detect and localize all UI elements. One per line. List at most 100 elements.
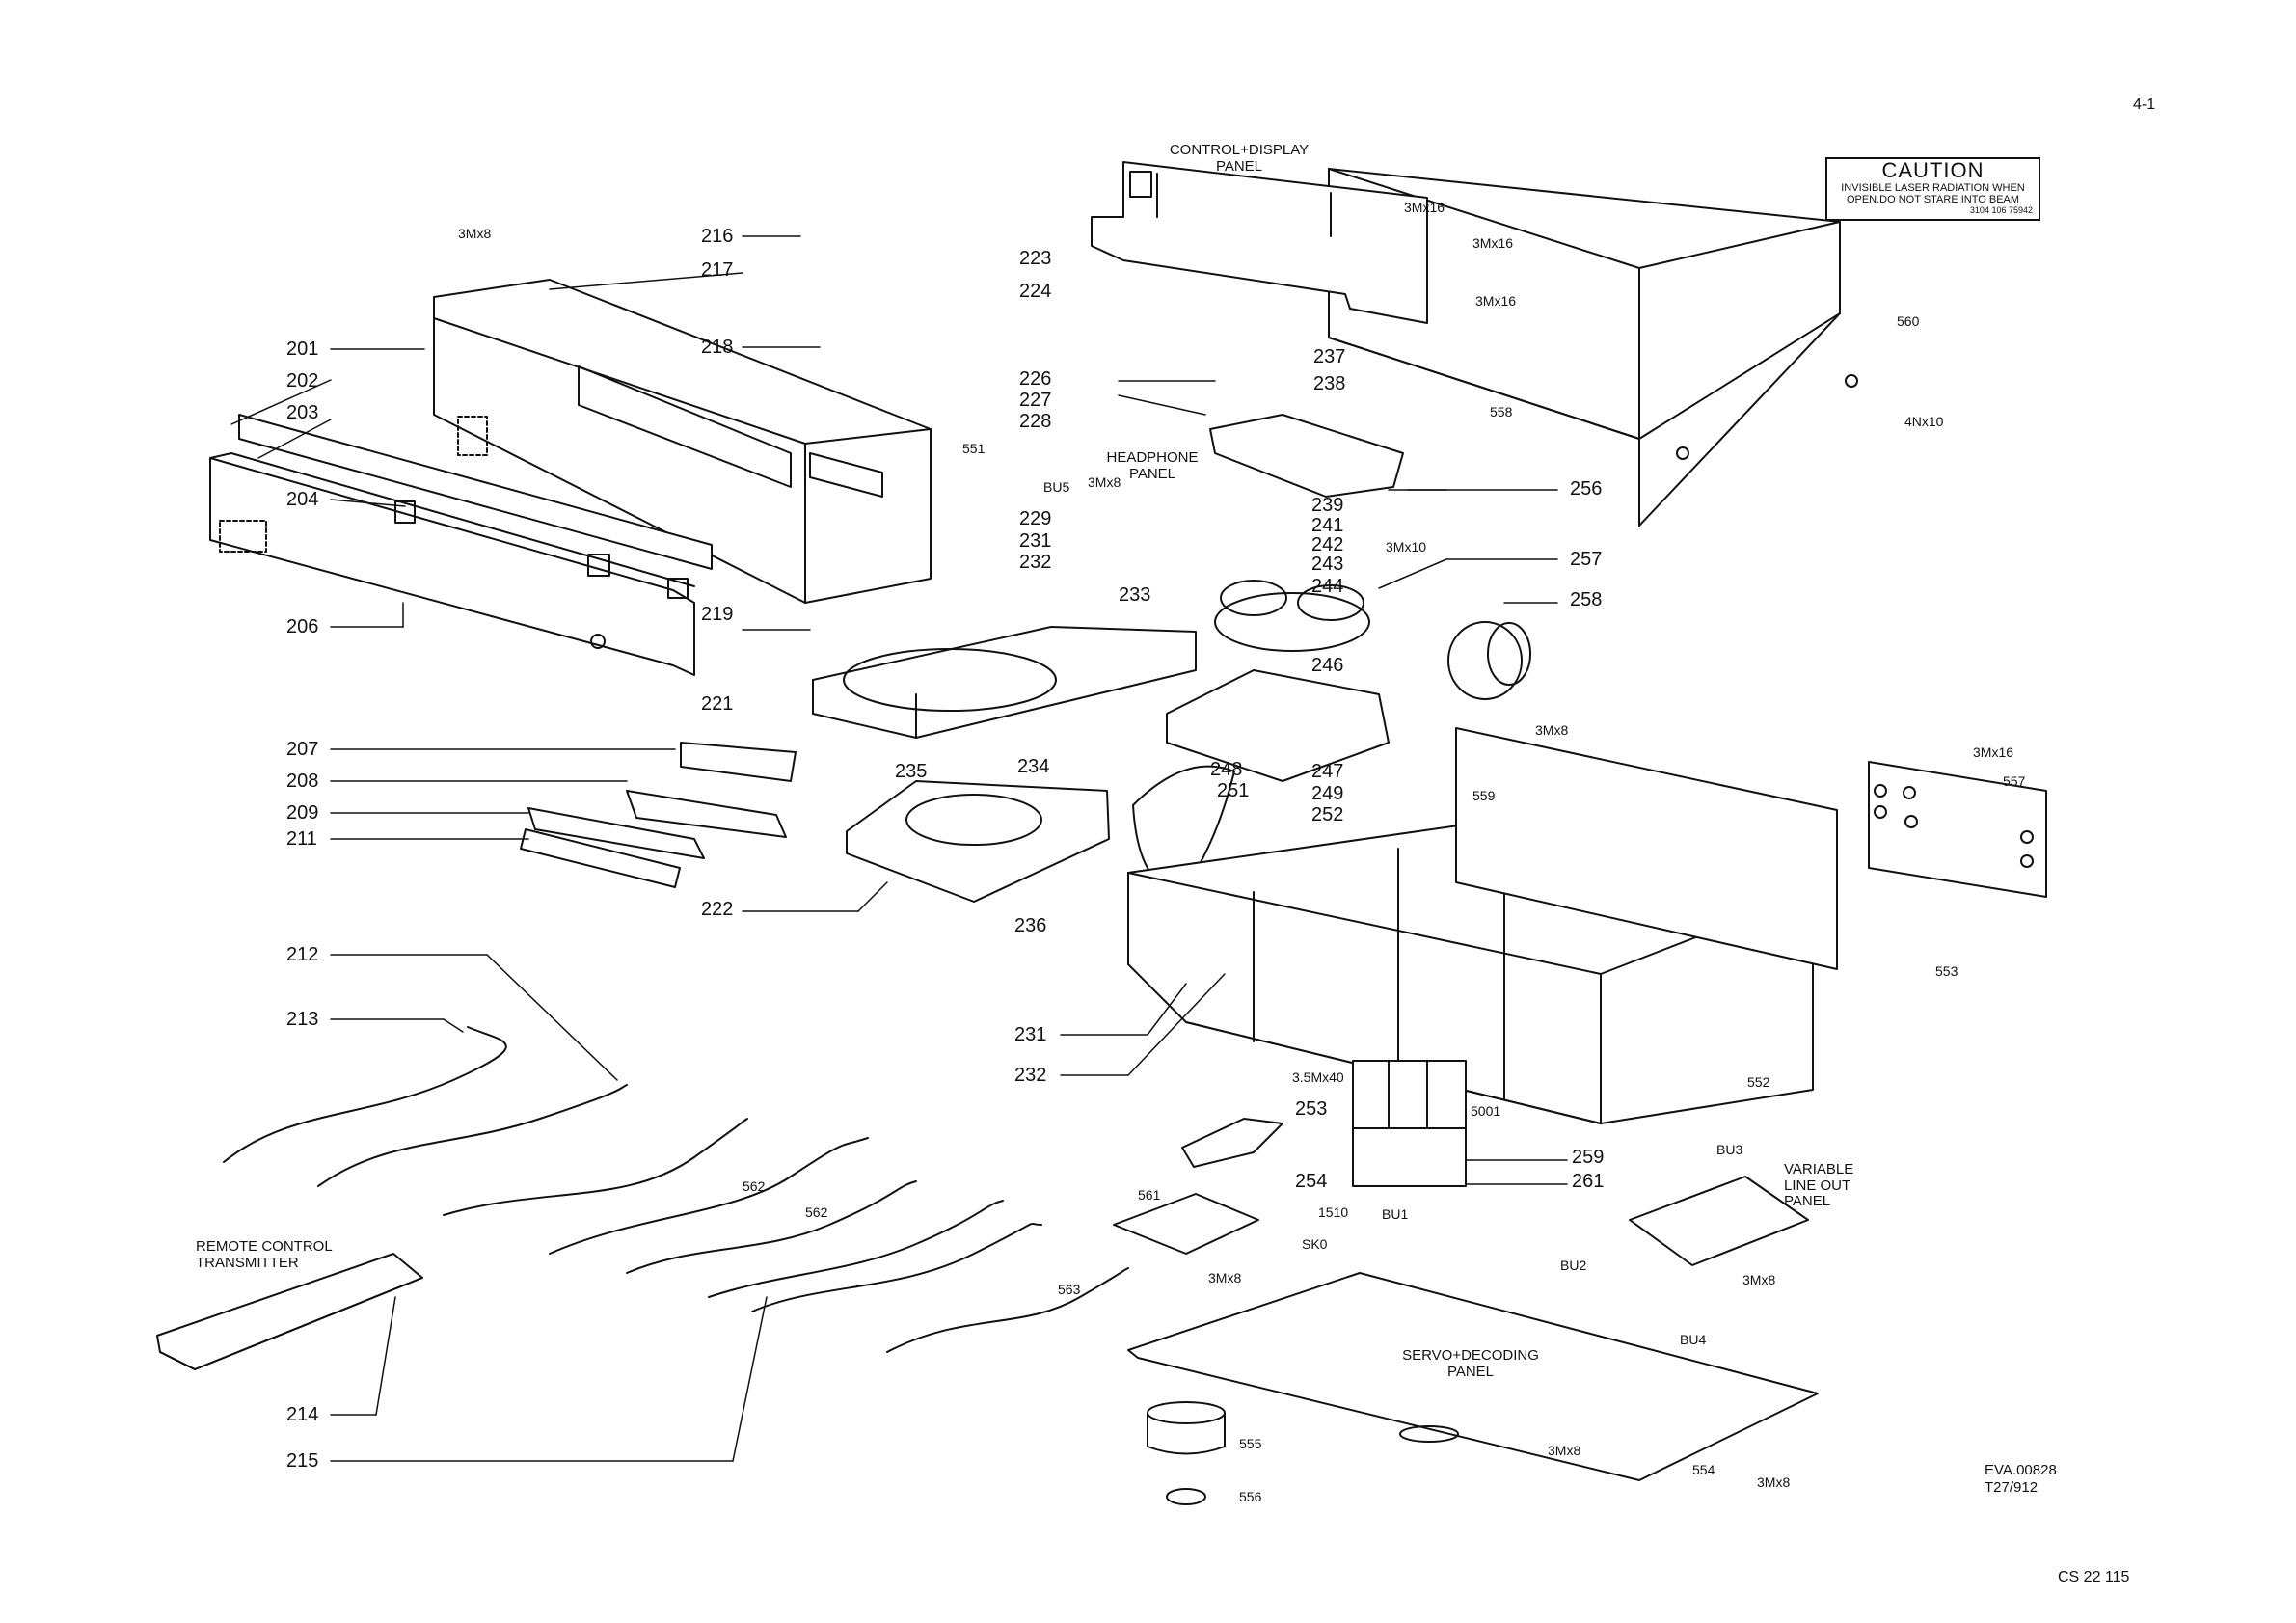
- part-label: 219: [701, 604, 734, 625]
- ref-label: 3Mx8: [458, 226, 492, 241]
- part-label: 254: [1295, 1171, 1328, 1192]
- ref-label: 3Mx16: [1404, 200, 1445, 215]
- top-cover-560: [1328, 168, 1858, 527]
- part-label: 234: [1017, 756, 1050, 777]
- part-label: 227: [1019, 390, 1052, 411]
- caution-code: 3104 106 75942: [1969, 205, 2033, 215]
- ref-label: SK0: [1302, 1236, 1328, 1252]
- part-label: 251: [1217, 780, 1250, 801]
- part-label: 235: [895, 761, 928, 782]
- panel-name-line: TRANSMITTER: [196, 1254, 299, 1271]
- part-label: 232: [1019, 552, 1052, 573]
- ref-label: 3Mx8: [1742, 1272, 1776, 1287]
- cable-562d: [751, 1222, 1042, 1312]
- front-frame-201: [433, 279, 932, 604]
- leader-lines: [230, 235, 1568, 1462]
- ref-label: 561: [1138, 1187, 1161, 1203]
- ref-label: 563: [1058, 1282, 1081, 1297]
- turntable-244: [1214, 580, 1370, 652]
- ref-label: 4Nx10: [1904, 414, 1944, 429]
- variable-line-out-name: VARIABLE LINE OUT PANEL: [1784, 1161, 1853, 1210]
- part-label: 233: [1119, 584, 1151, 606]
- panel-name-line: SERVO+DECODING: [1402, 1347, 1539, 1364]
- part-label: 243: [1311, 554, 1344, 575]
- part-label: 211: [286, 828, 317, 850]
- ref-label: 3Mx8: [1757, 1474, 1791, 1490]
- front-panel-206: [209, 452, 695, 676]
- cable-562b: [626, 1180, 917, 1274]
- cable-562a: [549, 1137, 869, 1255]
- ref-label: 3Mx8: [1535, 722, 1569, 738]
- rear-panel-553: [1455, 727, 1838, 970]
- ref-label: 3.5Mx40: [1292, 1069, 1344, 1085]
- part-label: 222: [701, 899, 734, 920]
- strip-203: [238, 414, 713, 570]
- control-display-panel: [1091, 161, 1428, 324]
- part-label: 244: [1311, 576, 1344, 597]
- ref-label: 3Mx8: [1088, 474, 1121, 490]
- ref-label: 551: [962, 441, 986, 456]
- back-plate-557: [1868, 761, 2047, 898]
- headphone-panel-name: HEADPHONE PANEL: [1104, 449, 1201, 482]
- ref-label: 552: [1747, 1074, 1770, 1090]
- part-label: 231: [1019, 530, 1052, 552]
- ref-label: 558: [1490, 404, 1513, 419]
- part-label: 238: [1313, 373, 1346, 394]
- foot-555: [1147, 1401, 1226, 1455]
- panel-name-line: PANEL: [1215, 157, 1263, 175]
- ref-label: 557: [2003, 773, 2026, 789]
- trim-209: [527, 807, 705, 859]
- drawing-date: T27/912: [1985, 1479, 2039, 1496]
- ref-label: 1510: [1318, 1204, 1349, 1220]
- part-label: 202: [286, 370, 319, 392]
- remote-control-214: [156, 1253, 423, 1370]
- part-label: 207: [286, 739, 319, 760]
- variable-line-out-board: [1629, 1176, 1809, 1266]
- part-label: 231: [1014, 1024, 1047, 1045]
- sled-base-247: [1166, 669, 1390, 782]
- part-label: 226: [1019, 368, 1052, 390]
- caution-line-2: OPEN.DO NOT STARE INTO BEAM: [1846, 194, 2020, 205]
- ref-label: 562: [743, 1178, 766, 1194]
- cable-562c: [708, 1200, 1004, 1298]
- part-label: 239: [1311, 495, 1344, 516]
- transformer-259: [1352, 1060, 1467, 1187]
- part-label: 224: [1019, 281, 1052, 302]
- bracket-561: [1113, 1193, 1259, 1255]
- part-label: 252: [1311, 804, 1344, 825]
- part-label: 208: [286, 771, 319, 792]
- part-label: 206: [286, 616, 319, 637]
- part-label: 201: [286, 338, 319, 360]
- cable-mains: [443, 1118, 748, 1216]
- trim-207: [680, 742, 797, 782]
- part-label: 229: [1019, 508, 1052, 529]
- ref-label: 3Mx16: [1973, 744, 2014, 760]
- part-label: 259: [1572, 1147, 1605, 1168]
- ref-label: 3Mx10: [1386, 539, 1427, 555]
- bracket-253: [1181, 1118, 1283, 1168]
- ref-label: 3Mx16: [1472, 235, 1514, 251]
- caution-title: CAUTION: [1881, 158, 1985, 182]
- ref-label: 3Mx8: [1548, 1443, 1581, 1458]
- mech-cover-238: [1209, 414, 1404, 498]
- ref-label: BU1: [1382, 1206, 1409, 1222]
- part-label: 213: [286, 1009, 319, 1030]
- part-label: 237: [1313, 346, 1346, 367]
- ref-label: 5001: [1471, 1103, 1501, 1119]
- part-label: 218: [701, 337, 734, 358]
- page-number: 4-1: [2133, 96, 2156, 113]
- cable-563: [886, 1267, 1129, 1353]
- part-label: 217: [701, 259, 734, 281]
- part-label: 223: [1019, 248, 1052, 269]
- ref-label: BU4: [1680, 1332, 1707, 1347]
- panel-name-line: LINE OUT: [1784, 1177, 1851, 1194]
- part-label: 253: [1295, 1098, 1328, 1120]
- panel-name-line: PANEL: [1128, 465, 1176, 482]
- panel-name-line: PANEL: [1784, 1193, 1831, 1209]
- part-label: 241: [1311, 515, 1344, 536]
- ref-label: BU5: [1043, 479, 1070, 495]
- part-label: 221: [701, 693, 734, 715]
- part-label: 248: [1210, 759, 1243, 780]
- ref-label: 562: [805, 1204, 828, 1220]
